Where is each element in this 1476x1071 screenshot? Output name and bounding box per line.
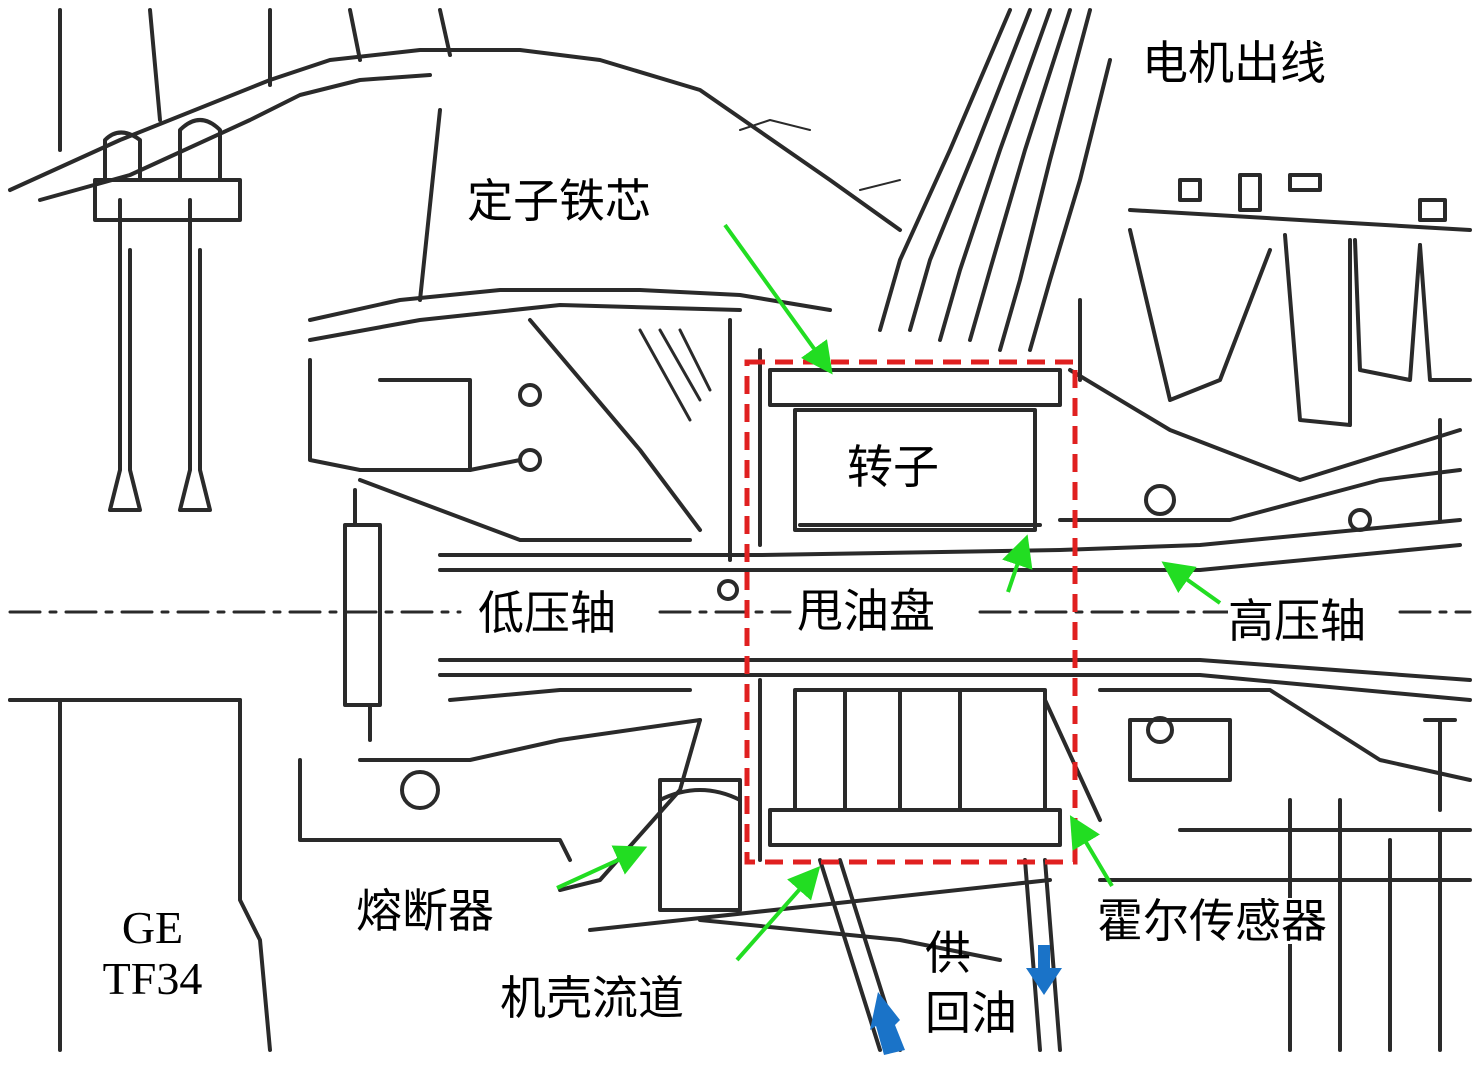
engine-model-label: GE TF34	[80, 902, 225, 1004]
hall-sensor-label: 霍尔传感器	[1097, 894, 1327, 948]
fuse-label: 熔断器	[356, 884, 494, 938]
oil-slinger-label: 甩油盘	[797, 584, 935, 638]
rotor-label: 转子	[847, 440, 939, 494]
oil-supply-label: 供	[925, 926, 971, 980]
stator-core-label: 定子铁芯	[467, 174, 651, 228]
motor-highlight-box	[744, 359, 1078, 865]
low-pressure-shaft-label: 低压轴	[478, 586, 616, 640]
oil-return-arrow	[1026, 945, 1062, 995]
engine-model: TF34	[102, 952, 203, 1004]
high-pressure-shaft-label: 高压轴	[1228, 594, 1366, 648]
casing-channel-label: 机壳流道	[500, 971, 684, 1025]
motor-leads-label: 电机出线	[1142, 36, 1326, 90]
oil-return-label: 回油	[925, 986, 1017, 1040]
oil-supply-arrow	[870, 992, 905, 1055]
engine-maker: GE	[121, 902, 184, 953]
